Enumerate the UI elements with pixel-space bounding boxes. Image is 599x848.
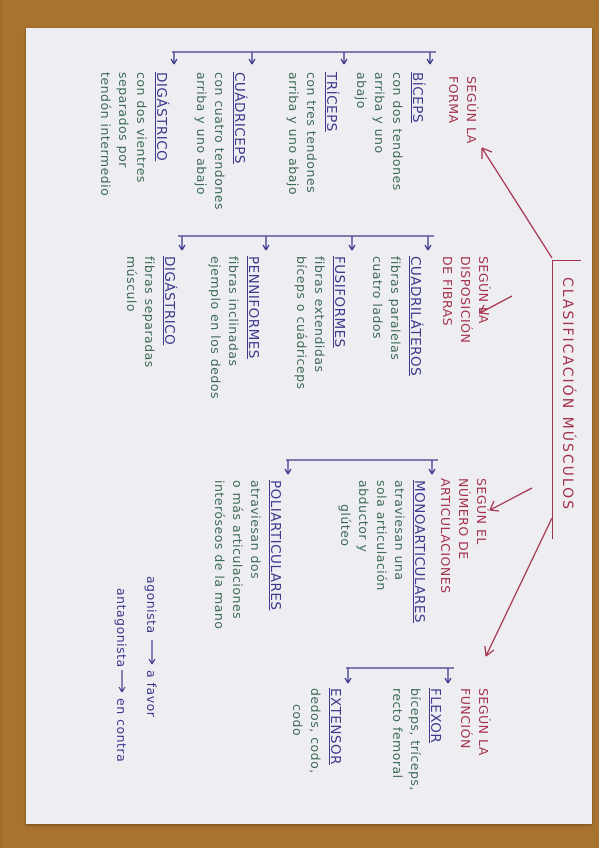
label-funcion-line2: FUNCIÓN — [458, 688, 473, 749]
map-title: CLASIFICACIÓN MÚSCULOS — [552, 260, 581, 539]
forma-item-0-desc-1: arriba y uno — [372, 72, 387, 154]
forma-item-2-desc-0: con cuatro tendones — [212, 72, 227, 210]
forma-item-0-desc-0: con dos tendones — [390, 72, 405, 191]
label-articulaciones-line3: ARTICULACIONES — [438, 478, 453, 594]
paper-sheet: CLASIFICACIÓN MÚSCULOS SEGÚN LA FORMA BÍ… — [26, 28, 592, 824]
forma-item-1-desc-0: con tres tendones — [304, 72, 319, 194]
arrow-to-forma — [481, 147, 553, 259]
fibras-item-1-desc-1: bíceps o cuádriceps — [294, 256, 309, 390]
arrow-to-articulaciones — [489, 487, 533, 511]
articulaciones-item-0-name: MONOARTICULARES — [411, 480, 427, 623]
fibras-item-1-desc-0: fibras extendidas — [312, 256, 327, 373]
arrow-antagonista — [118, 670, 126, 693]
arrow-to-articulaciones-head — [489, 500, 500, 512]
bracket-funcion — [344, 667, 454, 684]
label-articulaciones-line2: NÚMERO DE — [456, 478, 471, 560]
articulaciones-item-1-desc-2: interóseos de la mano — [212, 480, 227, 630]
fibras-item-2-desc-0: fibras inclinadas — [226, 256, 241, 367]
funcion-item-1-name: EXTENSOR — [327, 688, 343, 765]
fibras-item-0-name: CUADRILÁTEROS — [407, 256, 423, 377]
forma-item-1-desc-1: arriba y uno abajo — [286, 72, 301, 195]
fibras-item-3-name: DIGÁSTRICO — [161, 256, 177, 346]
label-fibras-line3: DE FIBRAS — [440, 256, 455, 327]
arrow-to-fibras-head — [479, 304, 490, 315]
arrow-to-fibras — [479, 295, 513, 314]
note-agonista-term: agonista — [144, 576, 159, 634]
label-fibras-line2: DISPOSICIÓN — [458, 256, 473, 344]
label-forma-line2: FORMA — [446, 76, 461, 124]
forma-item-0-name: BÍCEPS — [409, 72, 425, 123]
forma-item-2-desc-1: arriba y uno abajo — [194, 72, 209, 195]
bracket-fibras — [178, 235, 434, 251]
funcion-item-1-desc-0: dedos, codo, — [308, 688, 323, 774]
articulaciones-item-0-desc-1: sola articulación — [374, 480, 389, 591]
rotated-concept-map: CLASIFICACIÓN MÚSCULOS SEGÚN LA FORMA BÍ… — [26, 28, 592, 824]
articulaciones-item-0-desc-3: glúteo — [338, 504, 353, 547]
forma-item-0-desc-2: abajo — [354, 72, 369, 109]
articulaciones-item-1-desc-0: atraviesan dos — [248, 480, 263, 580]
articulaciones-item-1-desc-1: o más articulaciones — [230, 480, 245, 620]
arrow-agonista — [148, 640, 156, 665]
articulaciones-item-0-desc-2: abductor y — [356, 480, 371, 553]
fibras-item-1-name: FUSIFORMES — [331, 256, 347, 348]
arrow-to-forma-head — [481, 147, 493, 159]
forma-item-3-name: DIGÁSTRICO — [153, 72, 169, 162]
arrow-to-funcion — [485, 517, 553, 657]
forma-item-2-name: CUÁDRICEPS — [231, 72, 247, 164]
forma-item-1-name: TRÍCEPS — [323, 72, 339, 132]
label-forma-line1: SEGÚN LA — [464, 76, 479, 144]
fibras-item-2-name: PENNIFORMES — [245, 256, 261, 359]
note-agonista-meaning: a favor — [144, 670, 159, 718]
bracket-articulaciones — [284, 459, 438, 475]
label-funcion-line1: SEGÚN LA — [476, 688, 491, 756]
articulaciones-item-0-desc-0: atraviesan una — [392, 480, 407, 581]
fibras-item-0-desc-1: cuatro lados — [370, 256, 385, 340]
fibras-item-3-desc-0: fibras separadas — [142, 256, 157, 368]
funcion-item-0-name: FLEXOR — [427, 688, 443, 744]
funcion-item-0-desc-1: recto femoral — [390, 688, 405, 779]
arrow-to-funcion-head — [484, 645, 495, 657]
funcion-item-1-desc-1: codo — [290, 704, 305, 737]
label-articulaciones-line1: SEGÚN EL — [474, 478, 489, 545]
forma-item-3-desc-1: separados por — [116, 72, 131, 168]
fibras-item-2-desc-1: ejemplo en los dedos — [208, 256, 223, 399]
funcion-item-0-desc-0: bíceps, tríceps, — [408, 688, 423, 791]
connector-lines — [118, 51, 553, 693]
note-antagonista-term: antagonista — [114, 588, 129, 668]
label-fibras-line1: SEGÚN LA — [476, 256, 491, 324]
fibras-item-0-desc-0: fibras paralelas — [388, 256, 403, 361]
forma-item-3-desc-0: con dos vientres — [134, 72, 149, 183]
fibras-item-3-desc-1: músculo — [124, 256, 139, 313]
forma-item-3-desc-2: tendón intermedio — [98, 72, 113, 197]
bracket-forma — [170, 51, 436, 65]
note-antagonista-meaning: en contra — [114, 698, 129, 763]
articulaciones-item-1-name: POLIARTICULARES — [267, 480, 283, 611]
